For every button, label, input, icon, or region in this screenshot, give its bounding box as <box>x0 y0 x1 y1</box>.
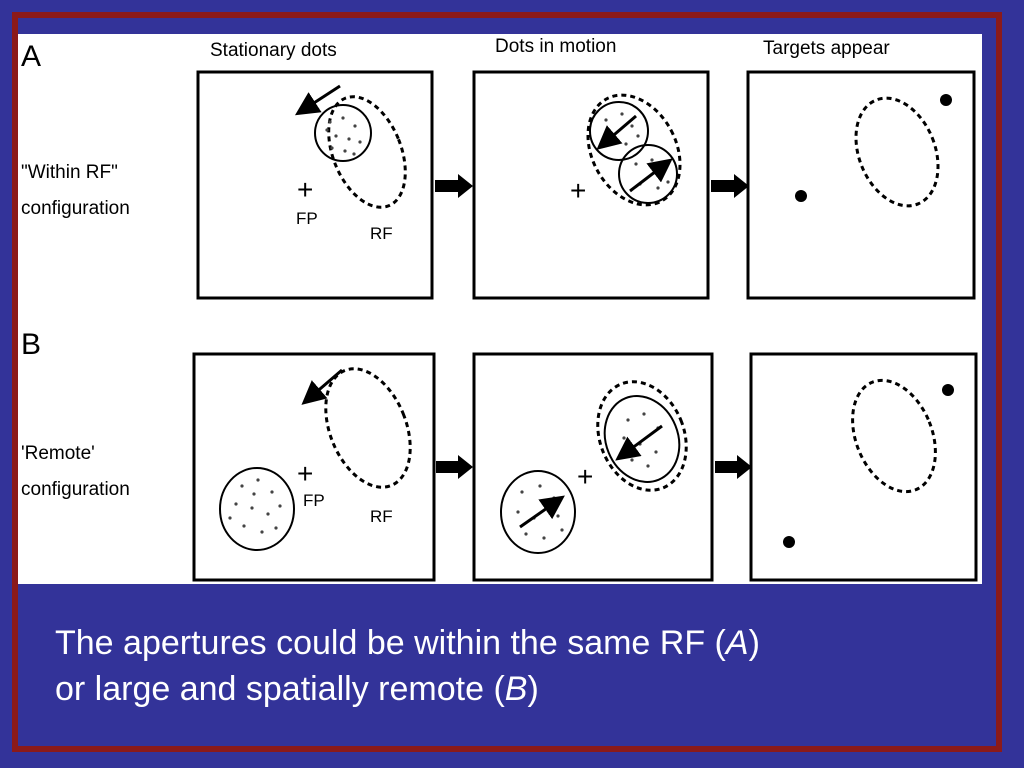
rf-label: RF <box>370 507 393 526</box>
sequence-arrow <box>715 455 752 479</box>
caption-line-2-end: ) <box>527 670 539 708</box>
panel-a-letter: A <box>21 40 41 73</box>
sequence-arrow <box>436 455 473 479</box>
dot-aperture <box>618 144 678 204</box>
sequence-arrow <box>711 174 749 198</box>
fixation-cross: + <box>297 174 313 205</box>
dot-aperture <box>500 470 576 554</box>
target-dot <box>942 384 954 396</box>
panel-b-stationary-box <box>192 352 436 582</box>
rf-outline <box>324 367 412 489</box>
fp-label: FP <box>303 491 325 510</box>
rf-outline <box>586 93 682 207</box>
dot-aperture <box>589 101 649 161</box>
header-targets-appear: Targets appear <box>763 38 890 59</box>
aperture-dots <box>604 112 670 190</box>
header-stationary-dots: Stationary dots <box>210 40 337 61</box>
motion-arrow <box>615 424 663 461</box>
fixation-cross: + <box>577 461 593 492</box>
caption-line-1-text: The apertures could be within the same R… <box>55 624 726 662</box>
motion-arrow <box>301 368 343 405</box>
motion-arrow <box>629 158 673 193</box>
caption-line-1-emphasis: A <box>725 624 749 662</box>
target-dot <box>795 190 807 202</box>
caption-line-2: or large and spatially remote (B) <box>55 666 955 712</box>
slide-caption: The apertures could be within the same R… <box>55 620 955 712</box>
rf-outline <box>327 95 407 209</box>
motion-arrow <box>294 84 341 116</box>
motion-arrow <box>596 114 637 150</box>
rf-outline <box>851 378 937 494</box>
fp-label: FP <box>296 209 318 228</box>
panel-a-stationary-box <box>196 70 434 300</box>
figure-diagram: Stationary dots Dots in motion Targets a… <box>21 36 978 582</box>
caption-line-1: The apertures could be within the same R… <box>55 620 955 666</box>
sequence-arrow <box>435 174 473 198</box>
panel-a-targets-box <box>746 70 976 300</box>
dot-aperture <box>314 104 372 162</box>
aperture-dots <box>228 478 282 534</box>
dot-aperture <box>219 467 295 551</box>
panel-b-targets-box <box>749 352 978 582</box>
panel-b-letter: B <box>21 328 41 361</box>
header-dots-in-motion: Dots in motion <box>495 36 616 57</box>
caption-line-1-end: ) <box>748 624 760 662</box>
rf-outline <box>854 96 940 208</box>
fixation-cross: + <box>297 458 313 489</box>
panel-b-motion-box <box>472 352 714 582</box>
motion-arrow <box>519 495 565 529</box>
caption-line-2-text: or large and spatially remote ( <box>55 670 505 708</box>
row-b-label-line1: 'Remote' <box>21 443 95 464</box>
target-dot <box>940 94 952 106</box>
aperture-dots <box>325 116 362 156</box>
rf-outline <box>596 380 688 492</box>
row-a-label-line1: "Within RF" <box>21 162 118 183</box>
dot-aperture <box>603 395 681 483</box>
row-b-label-line2: configuration <box>21 479 130 500</box>
figure-panel: Stationary dots Dots in motion Targets a… <box>18 34 982 584</box>
fixation-cross: + <box>570 175 586 206</box>
panel-a-motion-box <box>472 70 710 300</box>
target-dot <box>783 536 795 548</box>
caption-line-2-emphasis: B <box>504 670 528 708</box>
row-a-label-line2: configuration <box>21 198 130 219</box>
rf-label: RF <box>370 224 393 243</box>
